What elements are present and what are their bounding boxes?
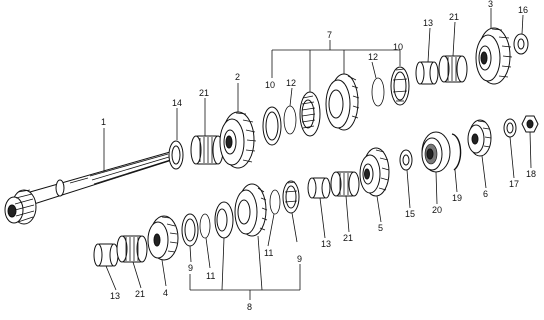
part-12-spring-b	[371, 77, 385, 107]
leader-lines	[103, 8, 532, 300]
callout-11-left: 11	[206, 271, 215, 281]
part-13-collar-c	[93, 243, 119, 267]
part-8-synchro-hub-sleeve	[214, 183, 268, 239]
callout-15: 15	[405, 209, 415, 219]
callout-9-right: 9	[297, 254, 302, 264]
part-21-needle-bearing-a	[190, 135, 224, 165]
part-14-washer	[168, 140, 184, 170]
callout-12-right: 12	[368, 52, 378, 62]
part-4-gear	[147, 215, 179, 261]
callout-labels: 1 2 3 4 5 6 7 8 9 9 10 10 11 11 12 12 13…	[101, 0, 536, 312]
callout-14: 14	[172, 98, 182, 108]
callout-18: 18	[526, 169, 536, 179]
callout-17: 17	[509, 179, 519, 189]
part-10-synchro-ring-b	[390, 66, 410, 106]
part-12-spring-a	[283, 105, 297, 135]
part-5-gear	[359, 147, 390, 197]
part-21-needle-bearing-d	[116, 235, 148, 263]
callout-1: 1	[101, 117, 106, 127]
callout-11-right: 11	[264, 248, 273, 258]
part-9-synchro-ring-b	[282, 180, 300, 214]
part-15-washer	[399, 149, 413, 171]
callout-21-middle: 21	[343, 233, 353, 243]
part-2-gear	[219, 111, 257, 169]
callout-16: 16	[518, 5, 528, 15]
callout-10-right: 10	[393, 42, 403, 52]
part-20-ball-bearing	[421, 131, 451, 173]
part-16-washer	[513, 33, 529, 55]
part-11-spring-b	[269, 189, 281, 215]
mainshaft	[4, 151, 173, 225]
callout-21-upper-left: 21	[199, 88, 209, 98]
part-7-synchro-hub-sleeve	[299, 73, 360, 137]
callout-9-left: 9	[188, 263, 193, 273]
callout-2: 2	[235, 72, 240, 82]
part-3-gear	[475, 27, 513, 85]
callout-13-middle: 13	[321, 239, 331, 249]
part-10-synchro-ring-a	[262, 106, 282, 146]
callout-10-left: 10	[265, 80, 275, 90]
part-17-washer	[503, 118, 517, 138]
callout-21-upper-right: 21	[449, 12, 459, 22]
part-6-gear	[467, 119, 492, 157]
part-13-collar-b	[307, 177, 331, 199]
part-18-nut	[521, 115, 539, 133]
part-11-spring-a	[199, 213, 211, 239]
part-13-collar-a	[415, 61, 439, 85]
callout-12-left: 12	[286, 78, 296, 88]
callout-19: 19	[452, 193, 462, 203]
callout-21-lower: 21	[135, 289, 145, 299]
part-21-needle-bearing-b	[438, 55, 468, 83]
callout-4: 4	[163, 288, 168, 298]
callout-7: 7	[327, 30, 332, 40]
callout-6: 6	[483, 189, 488, 199]
callout-5: 5	[378, 223, 383, 233]
callout-13-lower: 13	[110, 291, 120, 301]
part-19-snap-ring	[451, 133, 462, 171]
part-9-synchro-ring-a	[181, 213, 199, 247]
callout-3: 3	[488, 0, 493, 9]
callout-13-upper: 13	[423, 18, 433, 28]
callout-8: 8	[247, 302, 252, 312]
part-21-needle-bearing-c	[330, 171, 360, 197]
callout-20: 20	[432, 205, 442, 215]
